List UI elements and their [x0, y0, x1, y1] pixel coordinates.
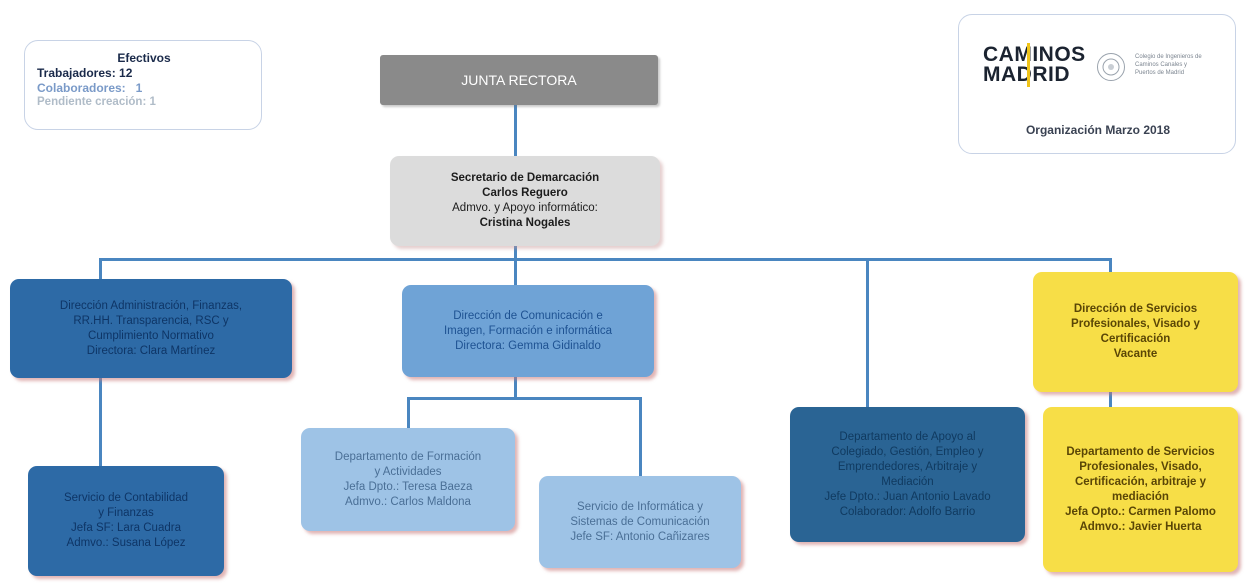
seal-icon — [1097, 53, 1125, 81]
dep-apoyo-box: Departamento de Apoyo al Colegiado, Gest… — [790, 407, 1025, 542]
efectivos-trabajadores: Trabajadores: 12 — [37, 66, 133, 80]
serv-contabilidad-jefe: Jefa SF: Lara Cuadra — [71, 522, 181, 534]
dep-servicios-line1: Departamento de Servicios — [1066, 445, 1215, 458]
dep-formacion-line2: y Actividades — [374, 465, 442, 478]
dep-formacion-box: Departamento de Formación y Actividades … — [301, 428, 515, 531]
dep-servicios-jefe: Jefa Opto.: Carmen Palomo — [1065, 505, 1216, 518]
serv-contabilidad-line2: y Finanzas — [98, 507, 154, 519]
dir-comunicacion-line1: Dirección de Comunicación e — [453, 309, 603, 322]
secretario-name: Carlos Reguero — [482, 187, 568, 199]
dep-apoyo-jefe: Jefe Dpto.: Juan Antonio Lavado — [824, 490, 991, 503]
dep-servicios-box: Departamento de Servicios Profesionales,… — [1043, 407, 1238, 572]
connector-junta-secretario — [514, 105, 517, 157]
dep-apoyo-line1: Departamento de Apoyo al — [839, 430, 976, 443]
secretario-admvo-label: Admvo. y Apoyo informático: — [452, 202, 598, 214]
dep-servicios-admvo: Admvo.: Javier Huerta — [1079, 520, 1202, 533]
dep-servicios-line3: Certificación, arbitraje y — [1074, 475, 1207, 488]
dep-servicios-line4: mediación — [1112, 490, 1169, 503]
connector-main-bus — [99, 258, 1112, 261]
dep-servicios-line2: Profesionales, Visado, — [1079, 460, 1202, 473]
dir-servicios-line1: Dirección de Servicios — [1073, 303, 1198, 315]
dir-servicios-line2: Profesionales, Visado y — [1071, 318, 1200, 330]
serv-contabilidad-admvo: Admvo.: Susana López — [66, 537, 186, 549]
dir-servicios-box: Dirección de Servicios Profesionales, Vi… — [1033, 272, 1238, 392]
efectivos-pendiente: Pendiente creación: 1 — [37, 96, 156, 108]
dir-comunicacion-director: Directora: Gemma Gidinaldo — [455, 339, 601, 352]
dir-admin-director: Directora: Clara Martínez — [86, 344, 216, 357]
efectivos-panel: Efectivos Trabajadores: 12 Colaboradores… — [24, 40, 262, 130]
connector-servicios-dep — [1109, 392, 1112, 409]
junta-rectora-label: JUNTA RECTORA — [461, 72, 577, 88]
serv-contabilidad-line1: Servicio de Contabilidad — [63, 492, 189, 504]
dep-apoyo-colaborador: Colaborador: Adolfo Barrio — [839, 505, 976, 518]
dir-servicios-status: Vacante — [1113, 348, 1158, 360]
dep-apoyo-line4: Mediación — [881, 475, 934, 488]
connector-drop-informatica — [639, 397, 642, 476]
dir-admin-line2: RR.HH. Transparencia, RSC y — [73, 314, 229, 327]
org-caption: Organización Marzo 2018 — [1025, 123, 1171, 137]
dep-apoyo-line3: Emprendedores, Arbitraje y — [837, 460, 978, 473]
serv-informatica-line1: Servicio de Informática y — [577, 500, 703, 513]
brand-line1: CAMINOS — [983, 43, 1086, 66]
secretario-admvo-name: Cristina Nogales — [479, 217, 571, 229]
connector-admin-contabilidad — [99, 378, 102, 468]
college-text: Colegio de Ingenieros de Caminos Canales… — [1135, 54, 1202, 76]
dir-comunicacion-box: Dirección de Comunicación e Imagen, Form… — [402, 285, 654, 377]
secretario-title: Secretario de Demarcación — [450, 172, 600, 184]
serv-informatica-box: Servicio de Informática y Sistemas de Co… — [539, 476, 741, 568]
connector-secretario-bus — [514, 246, 517, 259]
serv-informatica-jefe: Jefe SF: Antonio Cañizares — [570, 530, 710, 543]
connector-sub-bus — [407, 397, 642, 400]
dir-admin-line3: Cumplimiento Normativo — [88, 329, 214, 342]
efectivos-colaboradores: Colaboradores: 1 — [37, 81, 143, 95]
connector-comunicacion-sub — [514, 377, 517, 398]
logo-panel: CAMINOS MADRID Colegio de Ingenieros de … — [958, 14, 1236, 154]
secretario-box: Secretario de Demarcación Carlos Reguero… — [390, 156, 660, 246]
connector-drop-servicios — [1109, 258, 1112, 274]
brand-bar — [1027, 43, 1030, 87]
dep-formacion-jefe: Jefa Dpto.: Teresa Baeza — [343, 480, 473, 493]
dep-formacion-line1: Departamento de Formación — [334, 450, 482, 463]
junta-rectora-box: JUNTA RECTORA — [380, 55, 658, 105]
connector-drop-comunicacion — [514, 258, 517, 286]
dir-servicios-line3: Certificación — [1100, 333, 1171, 345]
serv-informatica-line2: Sistemas de Comunicación — [570, 515, 710, 528]
dep-formacion-admvo: Admvo.: Carlos Maldona — [345, 495, 471, 508]
connector-drop-formacion — [407, 397, 410, 429]
dir-admin-box: Dirección Administración, Finanzas, RR.H… — [10, 279, 292, 378]
serv-contabilidad-box: Servicio de Contabilidad y Finanzas Jefa… — [28, 466, 224, 576]
dep-apoyo-line2: Colegiado, Gestión, Empleo y — [831, 445, 984, 458]
efectivos-title: Efectivos — [117, 51, 171, 65]
dir-admin-line1: Dirección Administración, Finanzas, — [59, 299, 243, 312]
brand-logo: CAMINOS MADRID — [983, 43, 1086, 87]
connector-drop-admin — [99, 258, 102, 280]
dir-comunicacion-line2: Imagen, Formación e informática — [443, 324, 613, 337]
connector-drop-apoyo — [866, 258, 869, 408]
brand-line2: MADRID — [983, 64, 1083, 85]
